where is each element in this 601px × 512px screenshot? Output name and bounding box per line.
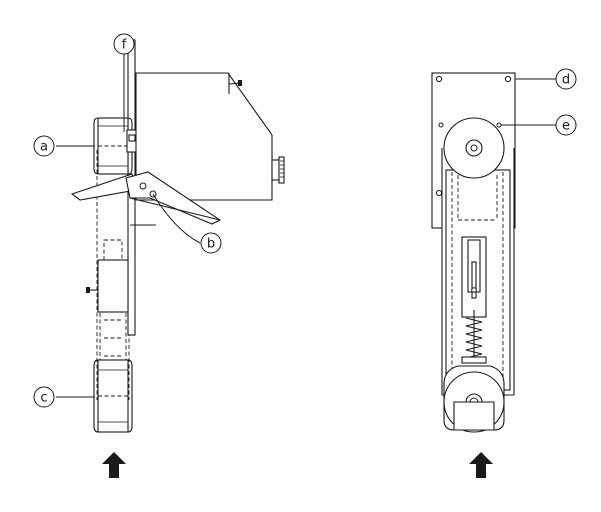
callout-e: e (501, 114, 577, 136)
label-e: e (562, 119, 570, 134)
callout-d: d (515, 68, 577, 90)
upper-pulley (93, 117, 133, 175)
callout-b: b (152, 193, 222, 254)
drive-pulley (443, 117, 505, 179)
arrow-up-icon (102, 452, 126, 478)
callout-f: f (113, 33, 135, 132)
callout-c: c (33, 386, 95, 408)
label-a: a (40, 140, 48, 155)
front-view: d e (431, 68, 577, 478)
label-f: f (122, 38, 127, 53)
callout-a: a (33, 135, 95, 157)
label-b: b (207, 237, 215, 252)
label-d: d (562, 73, 570, 88)
motor-housing (135, 72, 285, 201)
side-view: a f b c (33, 33, 285, 478)
arrow-up-icon (469, 452, 493, 478)
tensioner (461, 236, 487, 364)
label-c: c (40, 391, 47, 406)
idler-pulley (443, 365, 505, 433)
lower-pulley (93, 359, 133, 433)
side-adjuster (86, 259, 129, 313)
